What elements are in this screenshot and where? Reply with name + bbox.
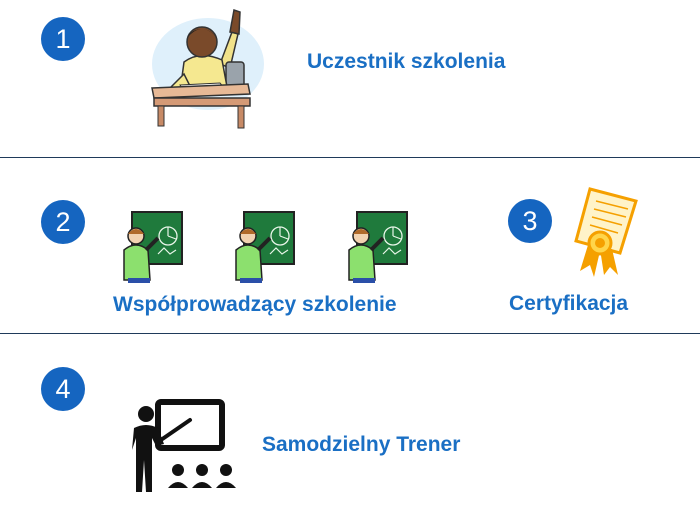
step-3-label: Certyfikacja [509, 292, 629, 315]
trainer-presenting-icon [132, 399, 236, 492]
step-2-badge: 2 [41, 200, 85, 244]
section-divider-1 [0, 157, 700, 158]
teacher-at-chalkboard-icon [123, 211, 183, 283]
step-4-badge: 4 [41, 367, 85, 411]
step-1-label: Uczestnik szkolenia [307, 50, 506, 73]
section-divider-2 [0, 333, 700, 334]
step-1-badge: 1 [41, 17, 85, 61]
teacher-at-chalkboard-icon [348, 211, 408, 283]
step-2-label: Współprowadzący szkolenie [113, 293, 397, 316]
teacher-at-chalkboard-icon [235, 211, 295, 283]
step-4-label: Samodzielny Trener [262, 433, 461, 456]
step-3-badge: 3 [508, 199, 552, 243]
certificate-icon [574, 187, 638, 277]
student-raising-hand-icon [151, 9, 264, 129]
